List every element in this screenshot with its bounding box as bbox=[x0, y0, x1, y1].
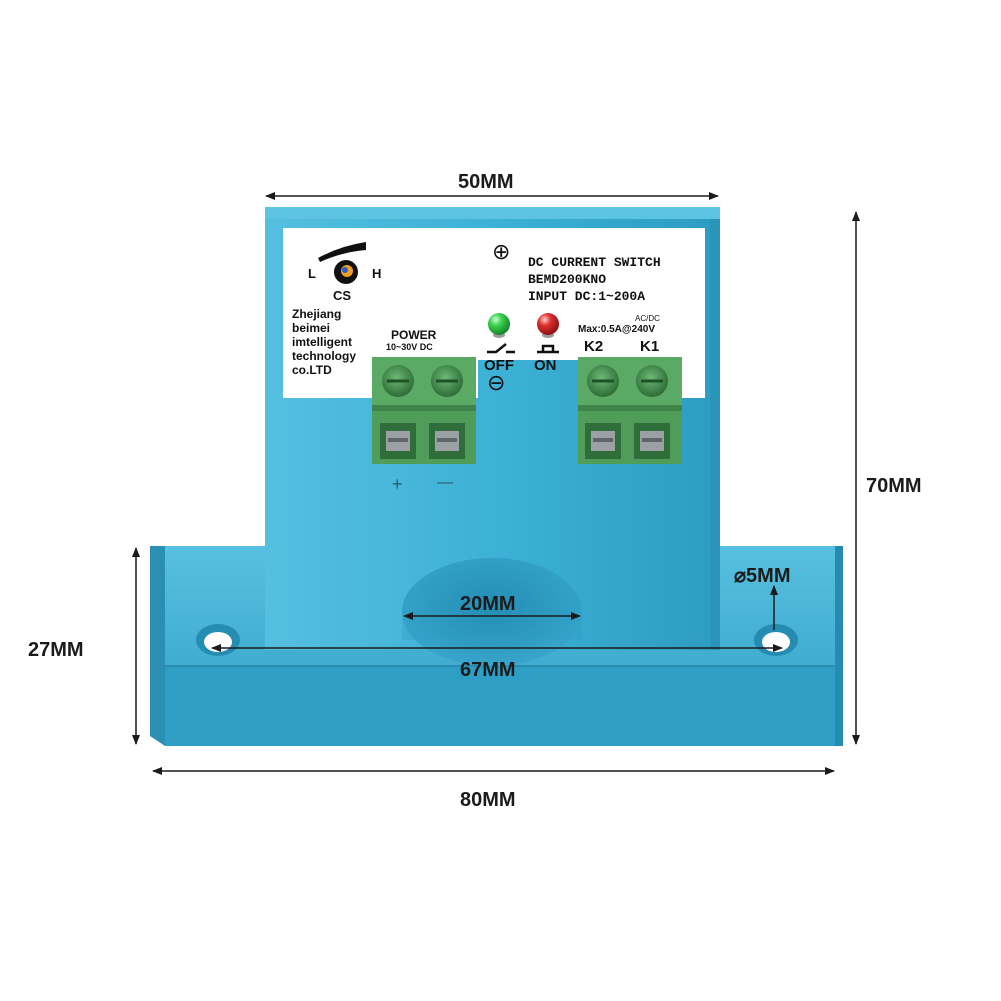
company-line-3: imtelligent bbox=[292, 335, 352, 349]
dimension-top-width-label: 50MM bbox=[458, 171, 514, 193]
relay-rating-top: AC/DC bbox=[635, 314, 660, 323]
dimension-base-height: 27MM bbox=[28, 547, 140, 745]
knob-scale-icon bbox=[318, 242, 366, 262]
dimension-hole-spacing: 67MM bbox=[211, 644, 783, 681]
dimension-top-width: 50MM bbox=[265, 171, 719, 200]
company-line-4: technology bbox=[292, 349, 356, 363]
knob-high-label: H bbox=[372, 266, 381, 281]
device-model: BEMD200KNO bbox=[528, 272, 606, 287]
minus-circle-icon: ⊖ bbox=[487, 370, 505, 395]
knob-icon[interactable] bbox=[334, 260, 358, 284]
dimension-hole-diameter: ⌀5MM bbox=[734, 565, 790, 630]
company-line-1: Zhejiang bbox=[292, 307, 341, 321]
terminal-clamp bbox=[429, 423, 465, 459]
terminal-screw[interactable] bbox=[382, 365, 414, 397]
terminal-clamp bbox=[634, 423, 670, 459]
terminal-screw[interactable] bbox=[431, 365, 463, 397]
knob-name-label: CS bbox=[333, 288, 351, 303]
company-line-2: beimei bbox=[292, 321, 330, 335]
led-red-icon bbox=[537, 313, 559, 338]
terminal-minus-label: — bbox=[437, 474, 453, 491]
device-input: INPUT DC:1~200A bbox=[528, 289, 645, 304]
terminal-screw[interactable] bbox=[587, 365, 619, 397]
dimension-height-label: 70MM bbox=[866, 475, 922, 497]
off-label: OFF bbox=[484, 357, 514, 374]
terminal-clamp bbox=[585, 423, 621, 459]
company-line-5: co.LTD bbox=[292, 363, 332, 377]
terminal-screw[interactable] bbox=[636, 365, 668, 397]
power-range: 10~30V DC bbox=[386, 342, 433, 352]
device-title: DC CURRENT SWITCH bbox=[528, 255, 661, 270]
dimension-base-height-label: 27MM bbox=[28, 639, 84, 661]
label-panel: L H CS Zhejiang beimei imtelligent techn… bbox=[283, 228, 705, 398]
dimension-height: 70MM bbox=[852, 211, 922, 745]
plus-circle-icon: ⊕ bbox=[492, 239, 510, 264]
on-label: ON bbox=[534, 357, 557, 374]
relay-rating: Max:0.5A@240V bbox=[578, 324, 655, 335]
terminal-plus-label: + bbox=[392, 474, 403, 494]
switch-off-icon bbox=[487, 343, 515, 354]
knob-low-label: L bbox=[308, 266, 316, 281]
power-title: POWER bbox=[391, 328, 437, 342]
k2-label: K2 bbox=[584, 338, 603, 355]
terminal-clamp bbox=[380, 423, 416, 459]
dimension-base-width-label: 80MM bbox=[460, 789, 516, 811]
k1-label: K1 bbox=[640, 338, 659, 355]
dimension-base-width: 80MM bbox=[152, 767, 835, 811]
switch-on-icon bbox=[537, 344, 559, 354]
dimension-aperture: 20MM bbox=[403, 593, 581, 620]
dimension-hole-diameter-label: ⌀5MM bbox=[734, 565, 790, 587]
relay-terminal-block bbox=[578, 357, 682, 464]
dimension-aperture-label: 20MM bbox=[460, 593, 516, 615]
led-green-icon bbox=[488, 313, 510, 338]
dimension-hole-spacing-label: 67MM bbox=[460, 659, 516, 681]
power-terminal-block bbox=[372, 357, 476, 464]
